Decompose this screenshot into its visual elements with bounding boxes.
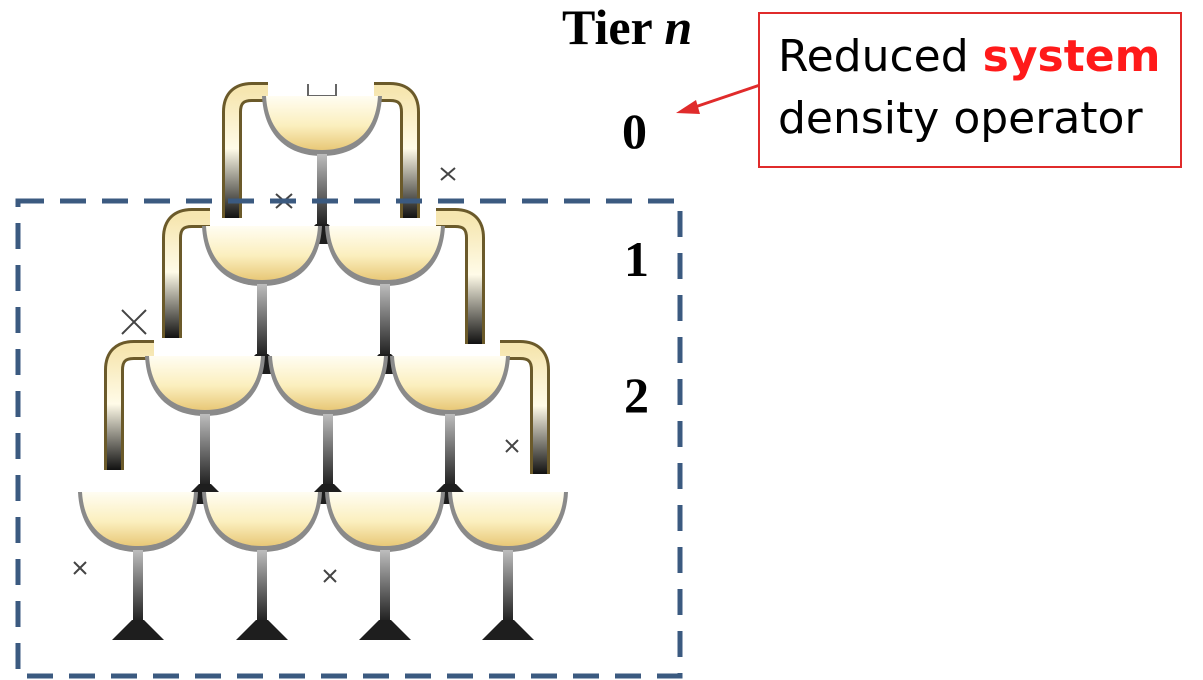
hierarchy-tube-icon	[104, 82, 550, 474]
champagne-glass-icon	[390, 356, 510, 504]
funnel-icon	[307, 84, 337, 97]
champagne-glass-icon	[78, 492, 198, 640]
callout-highlight: system	[982, 31, 1161, 82]
champagne-glass-icon	[325, 492, 445, 640]
callout-arrow	[676, 83, 761, 114]
champagne-glass-icon	[262, 96, 382, 244]
tier-label-0: 0	[622, 103, 647, 159]
champagne-glass-icon	[268, 356, 388, 504]
champagne-glass-icon	[448, 492, 568, 640]
callout-box: Reduced system density operator	[758, 12, 1182, 168]
dashed-group-box	[15, 198, 683, 679]
tier-axis-title: Tier n	[562, 0, 693, 55]
tier-label-2: 2	[624, 367, 649, 423]
tier-label-1: 1	[624, 231, 649, 287]
champagne-glass-icon	[325, 226, 445, 374]
callout-line-2: density operator	[778, 93, 1143, 144]
champagne-glass-icon	[202, 492, 322, 640]
champagne-glass-icon	[145, 356, 265, 504]
callout-text: Reduced system density operator	[778, 26, 1160, 150]
callout-prefix: Reduced	[778, 31, 983, 82]
callout-line-1: Reduced system	[778, 26, 1160, 88]
champagne-glass-icon	[202, 226, 322, 374]
